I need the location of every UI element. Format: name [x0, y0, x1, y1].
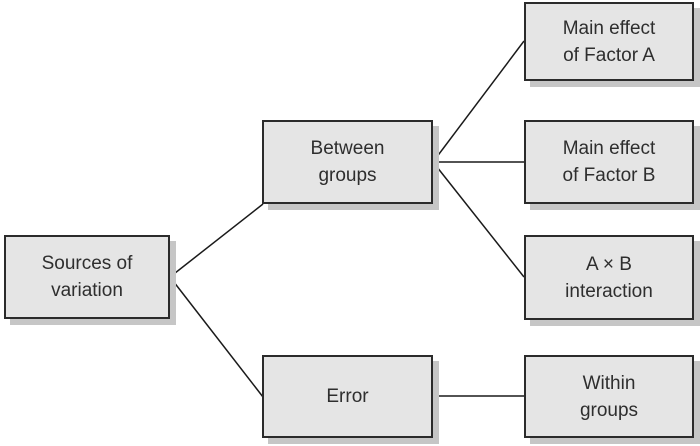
connector-between-axb [432, 161, 525, 278]
node-error-label: Error [326, 386, 369, 407]
node-main-effect-factor-a-label: Main effect of Factor A [562, 17, 656, 66]
node-main-effect-factor-b: Main effect of Factor B [524, 120, 694, 204]
node-between-groups-label: Between groups [310, 138, 385, 186]
node-within-groups: Within groups [524, 355, 694, 438]
node-main-effect-factor-a: Main effect of Factor A [524, 2, 694, 81]
connector-sources-between [169, 203, 264, 278]
connector-sources-error [169, 276, 264, 398]
node-sources-of-variation: Sources of variation [4, 235, 170, 319]
node-axb-interaction: A × B interaction [524, 235, 694, 320]
connector-between-factor-a [432, 40, 525, 163]
node-axb-interaction-label: A × B interaction [565, 253, 653, 302]
node-within-groups-label: Within groups [579, 372, 639, 421]
node-sources-of-variation-label: Sources of variation [41, 253, 133, 301]
node-error: Error [262, 355, 433, 438]
node-main-effect-factor-b-label: Main effect of Factor B [562, 138, 656, 186]
node-between-groups: Between groups [262, 120, 433, 204]
